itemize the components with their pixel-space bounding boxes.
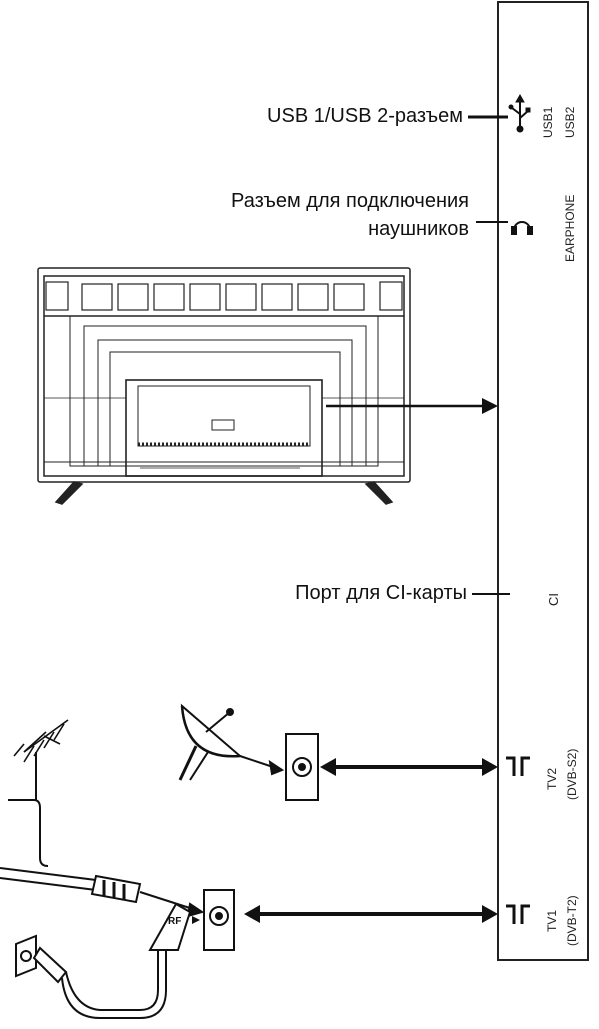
coax-plug-icon [90, 874, 205, 918]
tv1-arrowhead-left [244, 905, 260, 923]
panel-label-usb2: USB2 [563, 106, 577, 138]
connector-panel [497, 1, 589, 961]
panel-label-tv2: TV2 [545, 768, 559, 790]
satellite-dish-icon [178, 703, 285, 781]
panel-label-ci: CI [546, 593, 561, 606]
rf-label: RF [168, 916, 181, 927]
callout-usb: USB 1/USB 2-разъем [267, 105, 463, 127]
callout-ci: Порт для CI-карты [295, 582, 467, 604]
tv2-arrowhead-right [482, 758, 498, 776]
rf-arrow-icon [192, 916, 200, 924]
tv1-arrowhead-right [482, 905, 498, 923]
panel-label-usb1: USB1 [541, 106, 555, 138]
tv1-connector-icon [506, 904, 530, 924]
antenna-cable [0, 799, 97, 891]
headphone-icon [511, 221, 533, 235]
panel-label-tv1: TV1 [545, 910, 559, 932]
tv-to-panel-arrowhead [482, 398, 498, 414]
tv2-connector-icon [506, 756, 530, 776]
callout-earphone-line2: наушников [368, 218, 469, 240]
rf-socket-icon [203, 889, 235, 951]
antenna-icon [13, 719, 69, 800]
panel-label-tv2-sub: (DVB-S2) [565, 749, 579, 800]
usb-icon [508, 93, 531, 133]
callout-earphone-line1: Разъем для подключения [231, 190, 469, 212]
tv-back-illustration [37, 267, 411, 505]
panel-label-earphone: EARPHONE [563, 195, 577, 262]
panel-label-tv1-sub: (DVB-T2) [565, 895, 579, 946]
satellite-socket-icon [285, 733, 319, 801]
tv2-arrowhead-left [320, 758, 336, 776]
wall-socket-icon [15, 902, 192, 1019]
